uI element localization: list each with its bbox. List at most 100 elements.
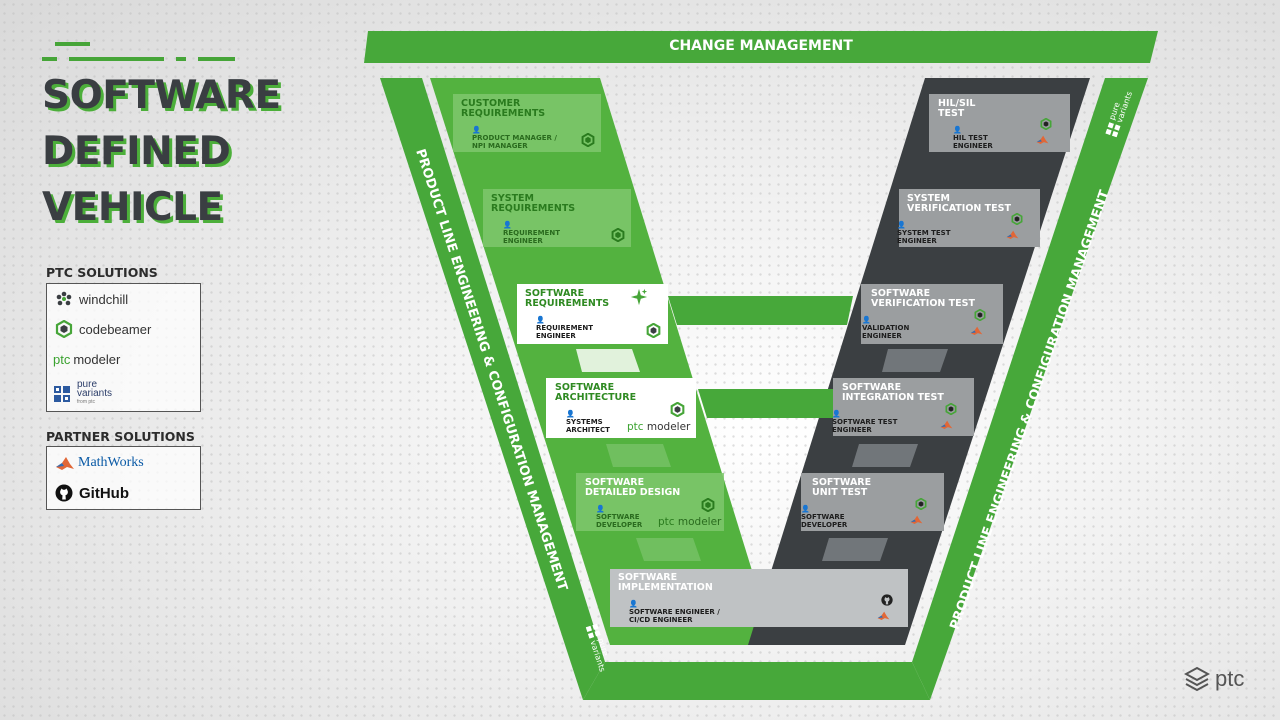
title-decoration-line [198,57,235,61]
stage-box-customer-requirements [453,94,601,152]
windchill-logo: windchill [55,290,128,308]
sparkle-icon [630,288,648,306]
stage-role-customer-requirements: 👤PRODUCT MANAGER /NPI MANAGER [472,126,557,150]
mathworks-icon [1036,135,1049,145]
title-decoration-line [42,57,57,61]
connector-software-architecture [698,389,853,418]
codebeamer-icon [646,323,661,338]
codebeamer-icon [1011,213,1023,225]
codebeamer-icon [55,320,73,338]
stage-role-software-implementation: 👤SOFTWARE ENGINEER /CI/CD ENGINEER [629,600,720,624]
codebeamer-logo: codebeamer [55,320,151,338]
mathworks-icon [1006,230,1019,240]
codebeamer-label: codebeamer [79,321,152,337]
mathworks-label: MathWorks [78,455,144,470]
gap-block [636,538,701,561]
ptc-modeler-badge: ptc modeler [658,516,722,528]
stage-box-software-requirements [517,284,668,344]
codebeamer-icon [974,309,986,321]
ptc-brand-logo: ptc [1184,666,1244,692]
ptc-solutions-heading: PTC SOLUTIONS [46,265,158,280]
codebeamer-icon [611,228,625,242]
change-management-bar [364,31,1158,63]
pure-variants-icon [54,385,70,402]
ple-outer-frame-right [912,78,1148,700]
page-title-line-1: SOFTWARE [42,73,281,118]
mathworks-icon [56,457,74,470]
gap-block [852,444,918,467]
github-label: GitHub [79,484,129,502]
ple-outer-frame-left [380,78,605,700]
partner-solutions-box: MathWorks GitHub [46,446,201,510]
gap-block [576,349,640,372]
change-management-label: CHANGE MANAGEMENT [669,38,853,54]
codebeamer-icon [701,498,715,512]
gap-block [606,444,671,467]
codebeamer-icon [945,403,957,415]
pure-variants-mark-right: pure variants [1103,88,1134,138]
ple-outer-frame-bottom [583,662,930,700]
windchill-icon [56,291,72,306]
github-logo: GitHub [55,484,129,502]
page-title-line-2: DEFINED [42,129,231,174]
windchill-label: windchill [79,291,129,307]
pure-variants-icon [1105,122,1121,138]
codebeamer-icon [581,133,595,147]
codebeamer-icon [670,402,685,417]
mathworks-icon [940,420,953,430]
ptc-brand-label: ptc [1215,666,1245,691]
pure-label: pure [77,379,98,390]
pure-variants-mark-left: pure variants [584,623,614,673]
pure-variants-icon [585,623,601,639]
title-decoration-line [55,42,90,46]
title-decoration-line [176,57,186,61]
title-decoration-line [69,57,164,61]
modeler-label: modeler [73,352,121,367]
variants-label: variants [77,388,113,399]
gap-block [882,349,948,372]
partner-solutions-heading: PARTNER SOLUTIONS [46,429,195,444]
stage-box-software-implementation [610,569,908,627]
page-title-line-3: VEHICLE [42,185,223,230]
ptc-modeler-logo: ptc modeler [53,352,120,367]
mathworks-icon [910,515,923,525]
mathworks-logo: MathWorks [55,455,144,471]
gap-block [822,538,888,561]
from-ptc-label: from ptc [77,399,96,405]
github-icon [55,484,73,502]
codebeamer-icon [915,498,927,510]
github-icon [881,594,893,606]
stage-box-system-requirements [483,189,631,247]
ptc-prefix-label: ptc [53,352,71,367]
ptc-solutions-box: windchill codebeamer ptc modeler pure va… [46,283,201,412]
ptc-modeler-badge: ptc modeler [627,421,691,433]
codebeamer-icon [1040,118,1052,130]
mathworks-icon [877,611,890,621]
mathworks-icon [970,326,983,336]
ptc-logo-icon [1184,666,1210,692]
pure-variants-logo: pure variants from ptc [53,380,112,407]
stage-box-software-detailed-design [576,473,724,531]
connector-software-requirements [668,296,853,325]
